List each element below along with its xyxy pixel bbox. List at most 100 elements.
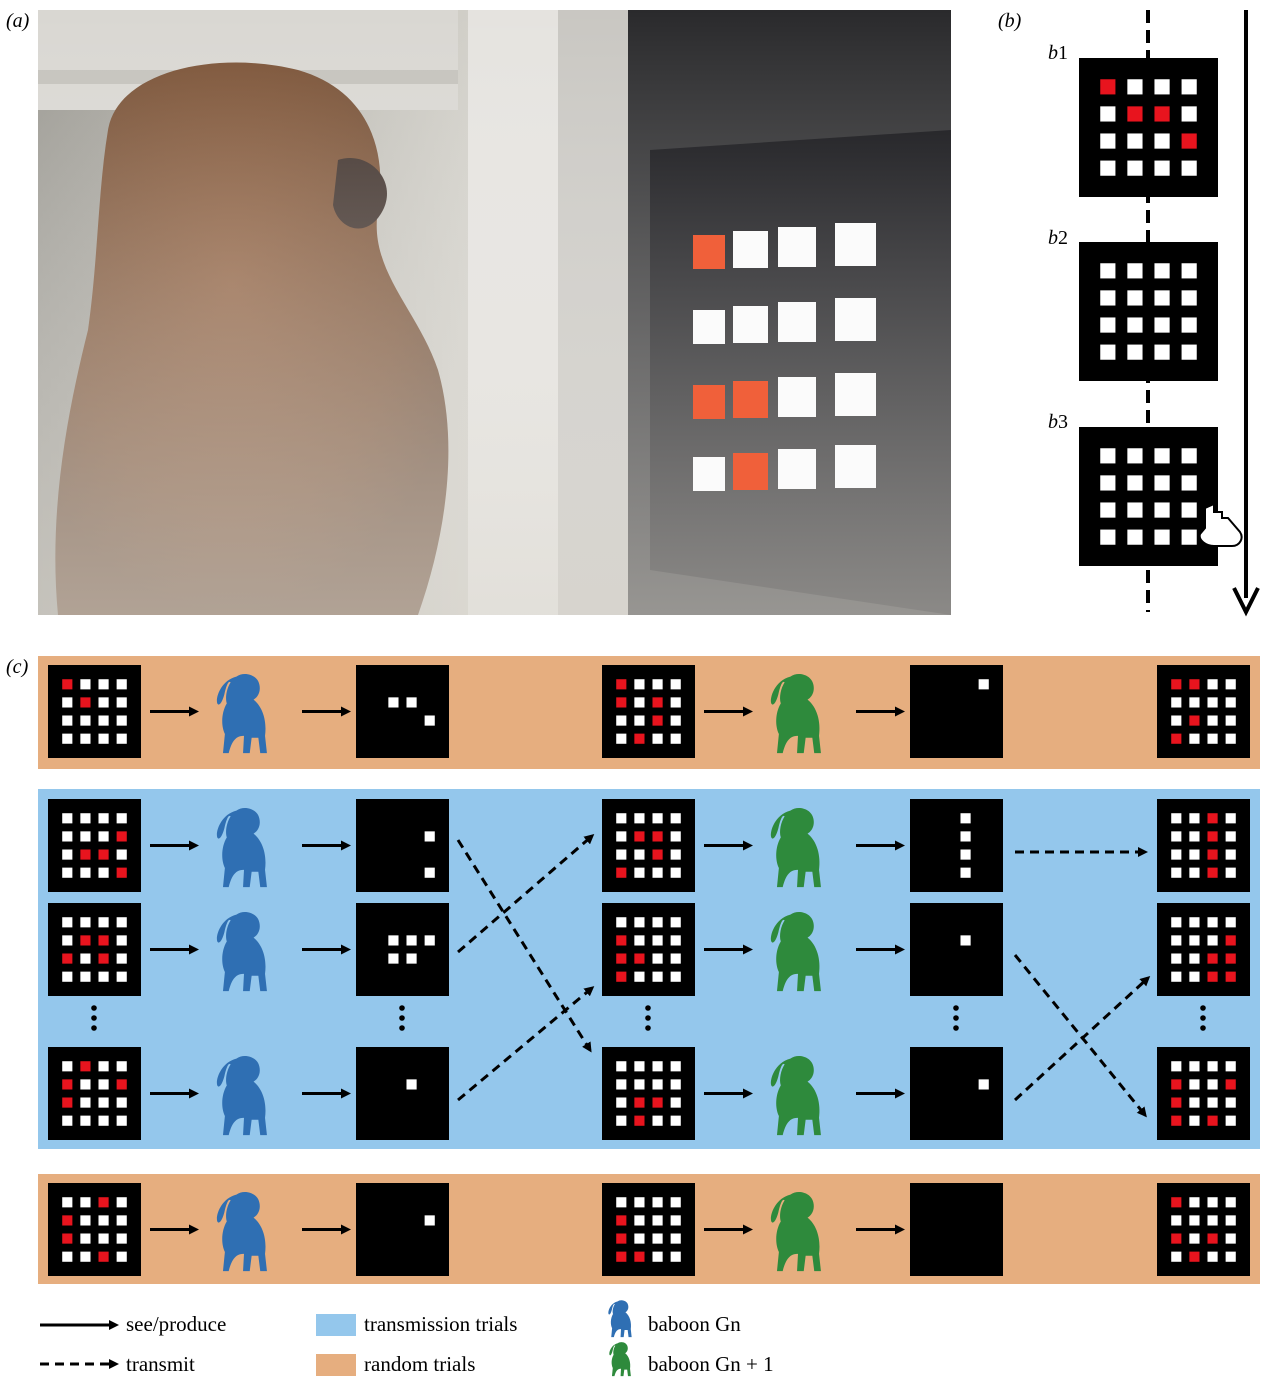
- legend-swatch-transmission: [316, 1314, 356, 1336]
- grid-cell: [1225, 831, 1236, 842]
- grid-cell: [1189, 715, 1200, 726]
- grid-cell: [1207, 715, 1218, 726]
- step-b1-num: 1: [1058, 42, 1068, 64]
- grid-cell: [1171, 935, 1182, 946]
- grid-cell: [1171, 1097, 1182, 1108]
- grid-cell: [1181, 263, 1197, 279]
- grid-cell: [1181, 344, 1197, 360]
- trial-grid: [356, 665, 449, 758]
- grid-cell: [1171, 849, 1182, 860]
- grid-cell: [616, 1097, 627, 1108]
- grid-cell: [634, 917, 645, 928]
- grid-cell: [80, 867, 91, 878]
- grid-cell: [652, 935, 663, 946]
- legend-swatch-random: [316, 1354, 356, 1376]
- grid-cell: [1154, 133, 1170, 149]
- grid-cell: [1171, 867, 1182, 878]
- trial-grid: [602, 1183, 695, 1276]
- grid-cell: [62, 1097, 73, 1108]
- grid-cell: [1189, 831, 1200, 842]
- grid-cell: [80, 831, 91, 842]
- grid-cell: [634, 1197, 645, 1208]
- grid-cell: [98, 1097, 109, 1108]
- photo-screen-cell: [693, 235, 725, 269]
- grid-cell: [98, 953, 109, 964]
- grid-cell: [116, 1061, 127, 1072]
- grid-cell: [670, 831, 681, 842]
- grid-cell: [1207, 831, 1218, 842]
- grid-cell: [116, 1079, 127, 1090]
- trial-grid: [48, 665, 141, 758]
- grid-cell: [98, 1251, 109, 1262]
- legend-baboon-gn-icon: [608, 1300, 632, 1338]
- grid-cell: [116, 1233, 127, 1244]
- grid-cell: [634, 1233, 645, 1244]
- grid-cell: [1100, 448, 1116, 464]
- grid-cell: [1127, 133, 1143, 149]
- grid-cell: [1189, 1097, 1200, 1108]
- grid-cell: [652, 1233, 663, 1244]
- grid-cell: [116, 917, 127, 928]
- grid-cell: [1189, 867, 1200, 878]
- ellipsis-dots: [399, 1005, 405, 1031]
- legend-baboon-gn: baboon Gn: [648, 1312, 741, 1336]
- grid-cell: [652, 1197, 663, 1208]
- grid-cell: [670, 1197, 681, 1208]
- grid-cell: [1207, 1079, 1218, 1090]
- grid-cell: [98, 1115, 109, 1126]
- grid-cell: [960, 813, 971, 824]
- grid-cell: [1154, 502, 1170, 518]
- step-b2-num: 2: [1058, 227, 1068, 249]
- grid-cell: [616, 1079, 627, 1090]
- grid-cell: [62, 849, 73, 860]
- step-label-b1: b1: [1048, 42, 1068, 65]
- grid-cell: [634, 953, 645, 964]
- grid-cell: [116, 831, 127, 842]
- grid-cell: [616, 849, 627, 860]
- grid-cell: [98, 935, 109, 946]
- grid-cell: [634, 935, 645, 946]
- grid-cell: [1225, 849, 1236, 860]
- panel-c-rows: [48, 665, 1250, 1276]
- grid-cell: [652, 831, 663, 842]
- legend-baboon-gn1-icon: [609, 1342, 631, 1377]
- photo-screen-cell: [778, 227, 816, 267]
- grid-cell: [1171, 831, 1182, 842]
- grid-cell: [652, 1079, 663, 1090]
- grid-cell: [98, 813, 109, 824]
- grid-cell: [80, 953, 91, 964]
- grid-cell: [1189, 849, 1200, 860]
- grid-cell: [424, 935, 435, 946]
- trial-grid: [602, 799, 695, 892]
- grid-cell: [62, 679, 73, 690]
- legend-graphics: [40, 1300, 632, 1377]
- ellipsis-dots: [645, 1005, 651, 1031]
- grid-cell: [1225, 733, 1236, 744]
- grid-cell: [1225, 935, 1236, 946]
- grid-cell: [1225, 1251, 1236, 1262]
- grid-cell: [634, 971, 645, 982]
- photo-screen-cell: [835, 223, 876, 266]
- grid-cell: [116, 1215, 127, 1226]
- grid-cell: [1181, 133, 1197, 149]
- grid-cell: [1207, 697, 1218, 708]
- grid-cell: [634, 867, 645, 878]
- grid-cell: [62, 697, 73, 708]
- grid-cell: [960, 867, 971, 878]
- photo-screen-cell: [733, 453, 768, 490]
- grid-cell: [80, 1233, 91, 1244]
- b1-screen: [1079, 58, 1218, 197]
- grid-cell: [1171, 917, 1182, 928]
- trial-grid: [602, 903, 695, 996]
- photo-screen-cell: [778, 449, 816, 489]
- grid-cell: [616, 935, 627, 946]
- grid-cell: [1127, 344, 1143, 360]
- grid-cell: [1225, 1197, 1236, 1208]
- grid-cell: [616, 697, 627, 708]
- grid-cell: [80, 917, 91, 928]
- grid-cell: [616, 953, 627, 964]
- grid-cell: [62, 1251, 73, 1262]
- grid-cell: [1127, 317, 1143, 333]
- photo-screen-cell: [733, 306, 768, 343]
- grid-cell: [670, 867, 681, 878]
